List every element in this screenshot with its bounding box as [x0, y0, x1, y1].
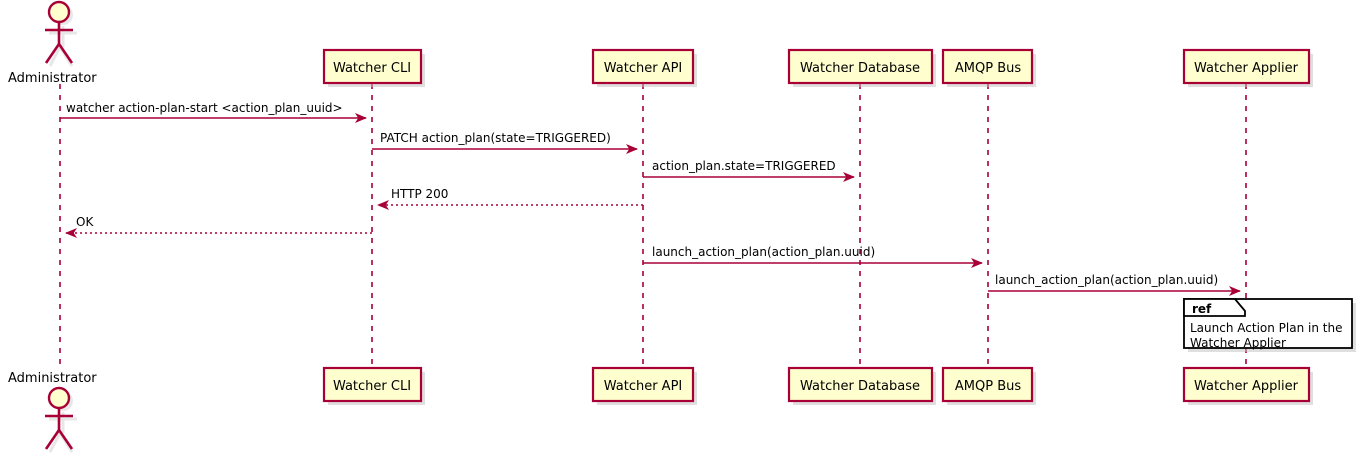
participant-box	[787, 48, 934, 85]
participant-label-amqp-bus: AMQP Bus	[955, 61, 1021, 76]
actor-figure-icon	[44, 0, 77, 67]
actor-label-administrator: Administrator	[8, 71, 97, 86]
message-label: HTTP 200	[391, 187, 448, 201]
ref-keyword-label: ref	[1192, 302, 1212, 316]
participant-label-watcher-database: Watcher Database	[800, 379, 920, 394]
participant-amqp-bus-bottom[interactable]: AMQP Bus	[941, 366, 1036, 405]
participant-box	[941, 366, 1034, 403]
participant-box	[591, 48, 695, 85]
participant-box	[1182, 48, 1311, 85]
participant-watcher-database-bottom[interactable]: Watcher Database	[787, 366, 936, 405]
participant-watcher-applier-bottom[interactable]: Watcher Applier	[1182, 366, 1313, 405]
message-label: launch_action_plan(action_plan.uuid)	[995, 273, 1218, 287]
actor-administrator-top[interactable]: Administrator	[8, 0, 97, 86]
participant-watcher-api-top[interactable]: Watcher API	[591, 48, 697, 87]
participant-label-watcher-api: Watcher API	[604, 379, 683, 394]
participant-box	[1182, 366, 1311, 403]
participant-label-watcher-database: Watcher Database	[800, 61, 920, 76]
participant-label-watcher-cli: Watcher CLI	[333, 61, 411, 76]
message-action-plan-state-triggered[interactable]: action_plan.state=TRIGGERED	[643, 159, 855, 182]
message-http-200[interactable]: HTTP 200	[377, 187, 643, 210]
ref-body-line-2: Watcher Applier	[1190, 336, 1286, 350]
participant-label-watcher-applier: Watcher Applier	[1194, 379, 1299, 394]
participant-watcher-api-bottom[interactable]: Watcher API	[591, 366, 697, 405]
message-launch-action-plan-bus[interactable]: launch_action_plan(action_plan.uuid)	[643, 245, 983, 268]
message-watcher-action-plan-start[interactable]: watcher action-plan-start <action_plan_u…	[60, 101, 367, 123]
actor-figure-icon	[44, 386, 77, 453]
participant-watcher-cli-bottom[interactable]: Watcher CLI	[322, 366, 425, 405]
ref-body-line-1: Launch Action Plan in the	[1190, 321, 1342, 335]
ref-launch-action-plan[interactable]: ref Launch Action Plan in the Watcher Ap…	[1183, 298, 1356, 352]
message-launch-action-plan-applier[interactable]: launch_action_plan(action_plan.uuid)	[988, 273, 1241, 296]
participant-amqp-bus-top[interactable]: AMQP Bus	[941, 48, 1036, 87]
message-label: action_plan.state=TRIGGERED	[652, 159, 836, 173]
participant-box	[941, 48, 1034, 85]
message-label: watcher action-plan-start <action_plan_u…	[66, 101, 343, 115]
actor-administrator-bottom[interactable]: Administrator	[8, 371, 97, 453]
message-label: launch_action_plan(action_plan.uuid)	[652, 245, 875, 259]
participant-watcher-cli-top[interactable]: Watcher CLI	[322, 48, 425, 87]
ref-tab	[1183, 298, 1246, 317]
participant-label-amqp-bus: AMQP Bus	[955, 379, 1021, 394]
participant-box	[322, 48, 423, 85]
participant-label-watcher-cli: Watcher CLI	[333, 379, 411, 394]
participant-box	[787, 366, 934, 403]
participant-watcher-applier-top[interactable]: Watcher Applier	[1182, 48, 1313, 87]
message-ok[interactable]: OK	[65, 215, 372, 238]
message-patch-action-plan[interactable]: PATCH action_plan(state=TRIGGERED)	[372, 131, 638, 154]
participant-label-watcher-applier: Watcher Applier	[1194, 61, 1299, 76]
participant-box	[591, 366, 695, 403]
message-label: OK	[76, 215, 94, 229]
participant-label-watcher-api: Watcher API	[604, 61, 683, 76]
message-label: PATCH action_plan(state=TRIGGERED)	[380, 131, 611, 145]
participant-watcher-database-top[interactable]: Watcher Database	[787, 48, 936, 87]
lifelines-group	[59, 84, 1247, 370]
participant-box	[322, 366, 423, 403]
actor-label-administrator: Administrator	[8, 371, 97, 386]
